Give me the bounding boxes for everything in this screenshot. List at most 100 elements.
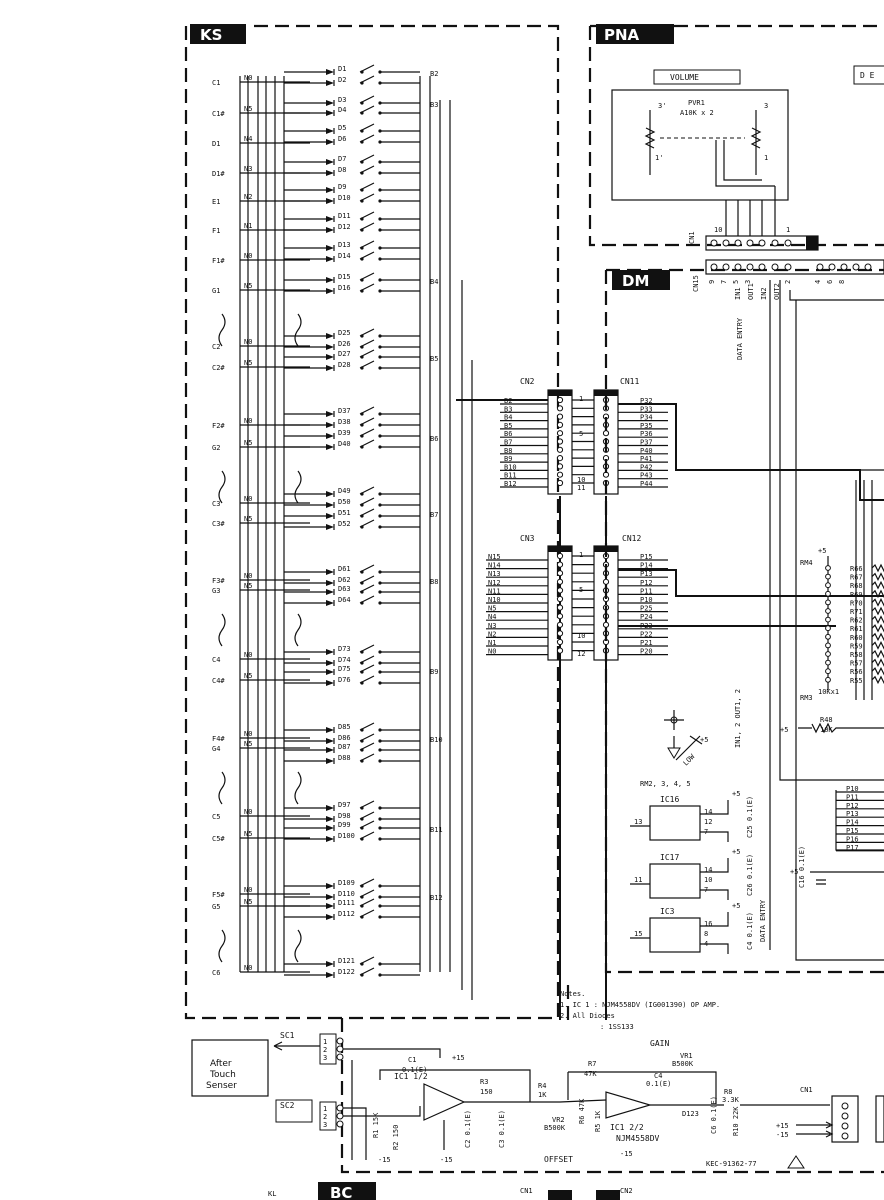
ks-note-4: E1 <box>212 198 220 206</box>
diode-symbol <box>326 600 334 606</box>
diode-symbol <box>326 502 334 508</box>
diode-label-26: D51 <box>338 509 351 517</box>
diode-label-19: D28 <box>338 361 351 369</box>
diode-label-33: D74 <box>338 656 351 664</box>
ic-name-0: IC16 <box>660 795 679 804</box>
rm3-label: RM3 <box>800 694 813 702</box>
cn11-row-4: P36 <box>640 430 653 438</box>
vr1-label: VR1 <box>680 1052 693 1060</box>
key-switch <box>359 193 420 202</box>
key-switch <box>359 644 420 653</box>
ks-n-19: N5 <box>244 740 252 748</box>
cn11-row-9: P43 <box>640 472 653 480</box>
diode-label-35: D76 <box>338 676 351 684</box>
svg-text:3': 3' <box>658 102 666 110</box>
key-switch <box>359 508 420 517</box>
ks-n-16: N0 <box>244 651 252 659</box>
svg-text:1: 1 <box>323 1038 327 1046</box>
cn3-row-1: N14 <box>488 562 501 570</box>
rm-value: 10Kx1 <box>818 688 839 696</box>
sensor-line1: After <box>210 1059 232 1069</box>
ks-note-10: F2# <box>212 422 225 430</box>
key-switch <box>359 742 420 751</box>
key-switch <box>359 349 420 358</box>
diode-symbol <box>326 836 334 842</box>
cn12-row-9: P22 <box>640 630 653 638</box>
diode-symbol <box>326 758 334 764</box>
cn3-row-10: N1 <box>488 639 496 647</box>
ks-n-21: N5 <box>244 830 252 838</box>
diode-label-34: D75 <box>338 665 351 673</box>
diode-label-18: D27 <box>338 350 351 358</box>
ks-bus-0: B2 <box>430 70 438 78</box>
p-pin-4: P14 <box>846 819 859 827</box>
key-switch <box>359 211 420 220</box>
r8-label: R8 <box>724 1088 732 1096</box>
cn11-row-2: P34 <box>640 414 653 422</box>
cn12-row-10: P21 <box>640 639 653 647</box>
diode-symbol <box>326 288 334 294</box>
diode-symbol <box>326 100 334 106</box>
cn2-row-2: B4 <box>504 414 512 422</box>
diode-label-0: D1 <box>338 65 346 73</box>
ic-vcc-1: +5 <box>732 848 740 856</box>
diode-label-46: D111 <box>338 899 355 907</box>
diode-symbol <box>326 245 334 251</box>
diode-label-15: D16 <box>338 284 351 292</box>
svg-text:-15: -15 <box>620 1150 633 1158</box>
low-label: LOW <box>682 752 697 767</box>
cn12-title: CN12 <box>622 534 641 543</box>
key-switch <box>359 733 420 742</box>
diode-label-28: D61 <box>338 565 351 573</box>
c6-label: C6 0.1(E) <box>710 1096 718 1134</box>
p-pin-7: P17 <box>846 844 859 852</box>
diode-symbol <box>326 69 334 75</box>
ks-note-5: F1 <box>212 227 220 235</box>
out2-pin: OUT2 <box>773 283 781 300</box>
diode-label-49: D122 <box>338 968 355 976</box>
key-switch <box>359 406 420 415</box>
key-switch <box>359 675 420 684</box>
doc-number: KEC-91362-77 <box>706 1160 757 1168</box>
diode-symbol <box>326 159 334 165</box>
diode-symbol <box>326 589 334 595</box>
cn12-row-11: P20 <box>640 648 653 656</box>
ic-cap-2: C4 0.1(E) <box>746 912 754 950</box>
cn11-row-8: P42 <box>640 463 653 471</box>
diode-symbol <box>326 198 334 204</box>
key-switch <box>359 428 420 437</box>
cn11-row-6: P40 <box>640 447 653 455</box>
resistor-11: R57 <box>850 660 863 668</box>
key-switch <box>359 889 420 898</box>
ks-n-5: N1 <box>244 222 252 230</box>
key-switch <box>359 272 420 281</box>
r3-value: 150 <box>480 1088 493 1096</box>
out1-pin: OUT1 <box>747 283 755 300</box>
key-switch <box>359 165 420 174</box>
diode-symbol <box>326 903 334 909</box>
svg-text:3: 3 <box>323 1054 327 1062</box>
key-switch <box>359 123 420 132</box>
sc1-label: SC1 <box>280 1031 295 1040</box>
resistor-13: R55 <box>850 677 863 685</box>
c3-label: C3 0.1(E) <box>498 1110 506 1148</box>
resistor-12: R56 <box>850 668 863 676</box>
cn15-num-1: 7 <box>720 280 728 284</box>
key-switch <box>359 182 420 191</box>
key-switch <box>359 339 420 348</box>
r4-value: 1K <box>538 1091 547 1099</box>
diode-symbol <box>326 365 334 371</box>
key-switch <box>359 655 420 664</box>
ks-n-11: N5 <box>244 439 252 447</box>
cn3-row-0: N15 <box>488 553 501 561</box>
ic-name-1: IC17 <box>660 853 679 862</box>
ks-n-8: N0 <box>244 338 252 346</box>
key-switch <box>359 134 420 143</box>
r1-label: R1 15K <box>372 1112 380 1138</box>
diode-symbol <box>326 216 334 222</box>
diode-symbol <box>326 883 334 889</box>
diode-symbol <box>326 649 334 655</box>
p-pin-2: P12 <box>846 802 859 810</box>
key-switch <box>359 417 420 426</box>
p-pin-5: P15 <box>846 827 859 835</box>
